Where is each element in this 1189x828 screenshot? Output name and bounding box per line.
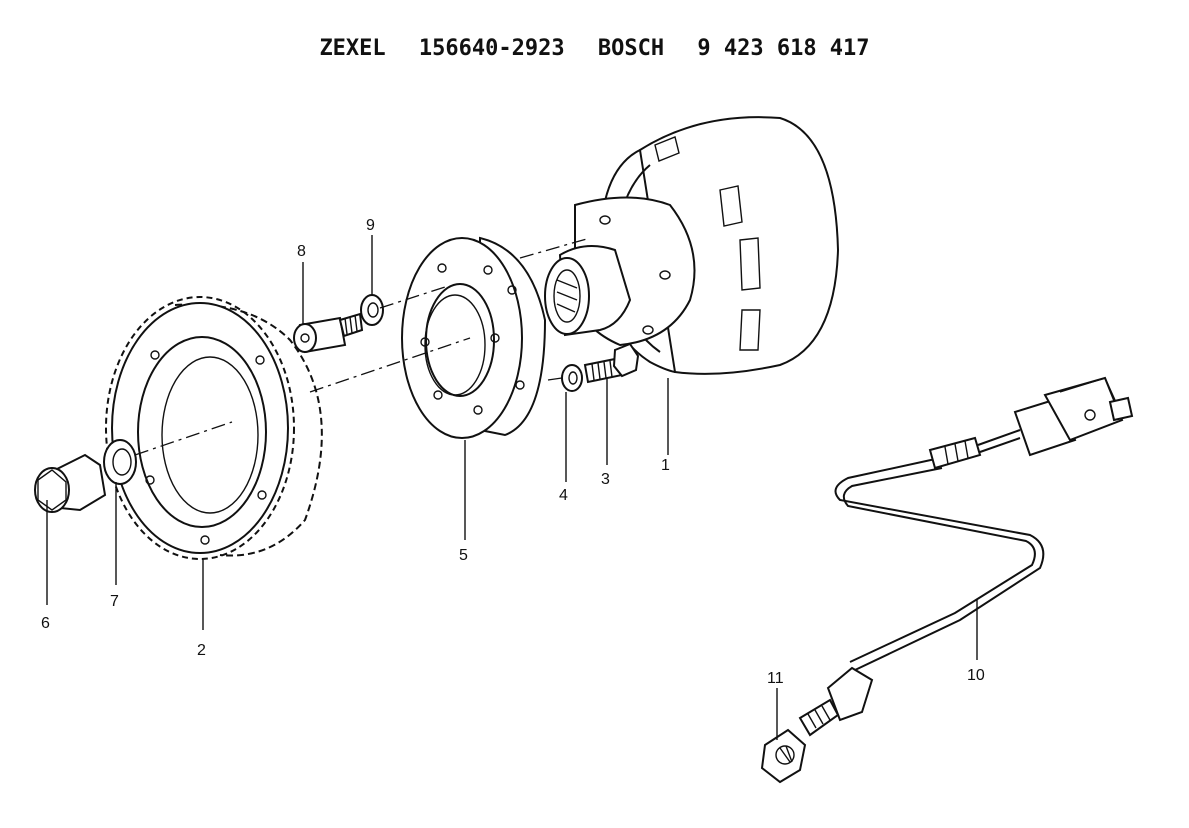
callout-10: 10 — [967, 667, 985, 684]
callout-3: 3 — [601, 471, 610, 488]
maker-zexel: ZEXEL — [319, 36, 386, 61]
callout-labels: 1 2 3 4 5 6 7 8 9 10 11 — [41, 217, 985, 687]
part-8-bolt — [293, 312, 364, 354]
part-10-sensor-cable — [834, 376, 1134, 671]
callout-11: 11 — [767, 670, 784, 687]
maker-bosch: BOSCH — [597, 36, 665, 61]
part-11-sensor-tip — [760, 666, 874, 784]
part-number-zexel: 156640-2923 — [418, 36, 565, 61]
callout-1: 1 — [661, 457, 670, 474]
part-2-gear — [105, 296, 323, 560]
callout-8: 8 — [297, 243, 306, 260]
part-1-housing — [544, 116, 840, 375]
callout-5: 5 — [459, 547, 468, 564]
diagram-title: ZEXEL 156640-2923 BOSCH 9 423 618 417 — [0, 36, 1189, 61]
callout-4: 4 — [559, 487, 568, 504]
assembly-axes — [134, 237, 591, 456]
part-5-flange — [401, 236, 547, 439]
callout-9: 9 — [366, 217, 375, 234]
part-3-bolt — [583, 342, 640, 384]
part-7-washer — [103, 439, 137, 485]
part-4-washer — [561, 364, 583, 392]
part-9-washer — [360, 294, 384, 326]
part-6-nut — [34, 453, 107, 513]
callout-2: 2 — [197, 642, 206, 659]
callout-7: 7 — [110, 593, 119, 610]
part-number-bosch: 9 423 618 417 — [697, 36, 870, 61]
callout-6: 6 — [41, 615, 50, 632]
leader-lines — [46, 235, 978, 740]
